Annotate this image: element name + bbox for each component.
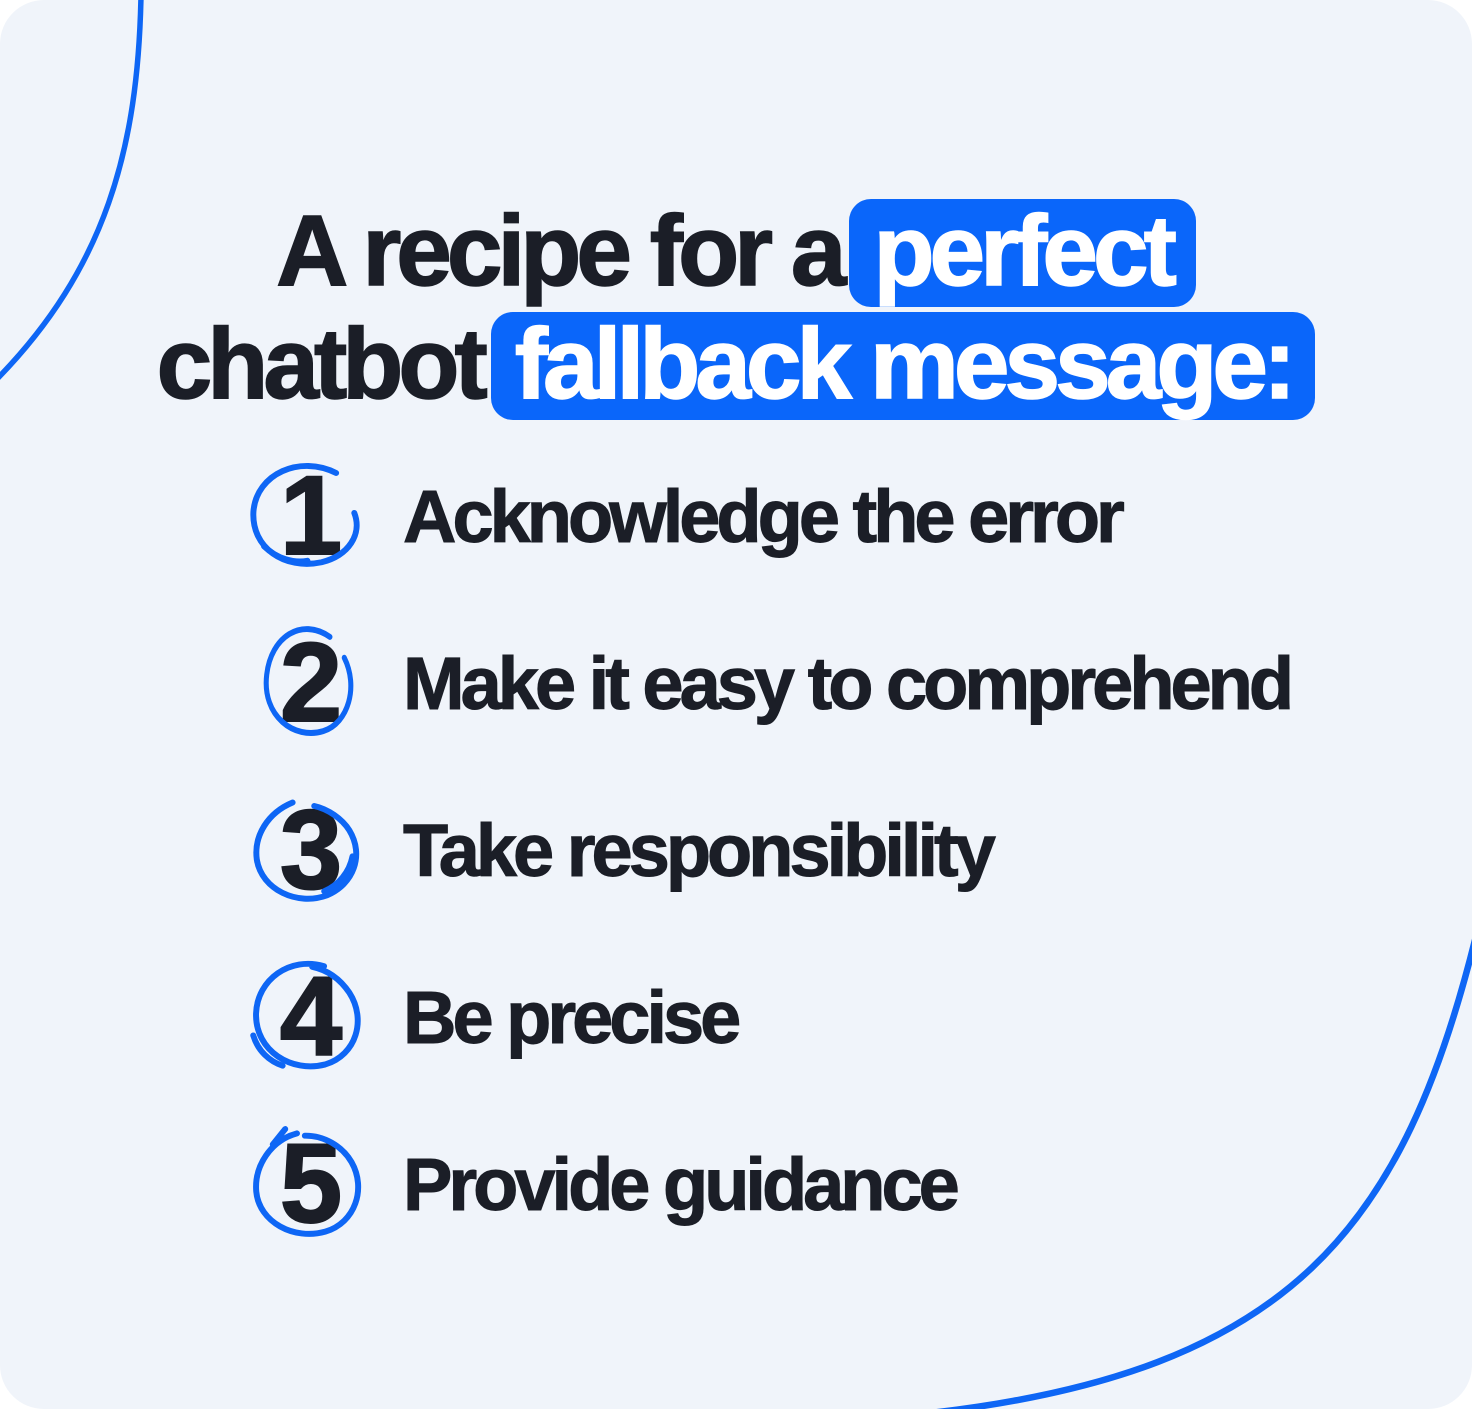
circle-scribble-icon [253, 1126, 362, 1237]
circle-scribble-icon [250, 462, 360, 567]
step-label: Acknowledge the error [403, 475, 1126, 559]
steps-list: 1 Acknowledge the error 2 Make it easy t… [245, 458, 1295, 1247]
corner-curve-top-left [0, 0, 144, 380]
step-number: 1 [279, 452, 343, 578]
step-5-marker: 5 [245, 1126, 377, 1247]
circle-scribble-icon [250, 960, 361, 1070]
step-1-marker: 1 [245, 458, 377, 579]
step-label: Provide guidance [403, 1143, 961, 1227]
step-label: Make it easy to comprehend [402, 642, 1294, 726]
list-item-3: 3 Take responsibility [245, 792, 1290, 913]
corner-curve-bottom-right [935, 938, 1472, 1409]
title-line2-plain: chatbot [156, 307, 489, 421]
list-item-5: 5 Provide guidance [245, 1126, 1290, 1247]
step-4-marker: 4 [245, 959, 377, 1080]
circle-scribble-icon [253, 799, 360, 902]
list-item-4: 4 Be precise [245, 959, 1290, 1080]
title-line1-plain: A recipe for a [275, 194, 847, 308]
step-3-marker: 3 [245, 792, 377, 913]
list-item-1: 1 Acknowledge the error [245, 458, 1290, 579]
circle-scribble-icon [263, 626, 354, 736]
title-highlight-fallback-message: fallback message: [490, 312, 1316, 420]
step-label: Be precise [402, 976, 741, 1060]
title-highlight-perfect: perfect [849, 199, 1196, 307]
step-number: 2 [279, 619, 343, 745]
list-item-2: 2 Make it easy to comprehend [245, 625, 1295, 746]
step-label: Take responsibility [403, 809, 997, 893]
step-2-marker: 2 [245, 625, 377, 746]
